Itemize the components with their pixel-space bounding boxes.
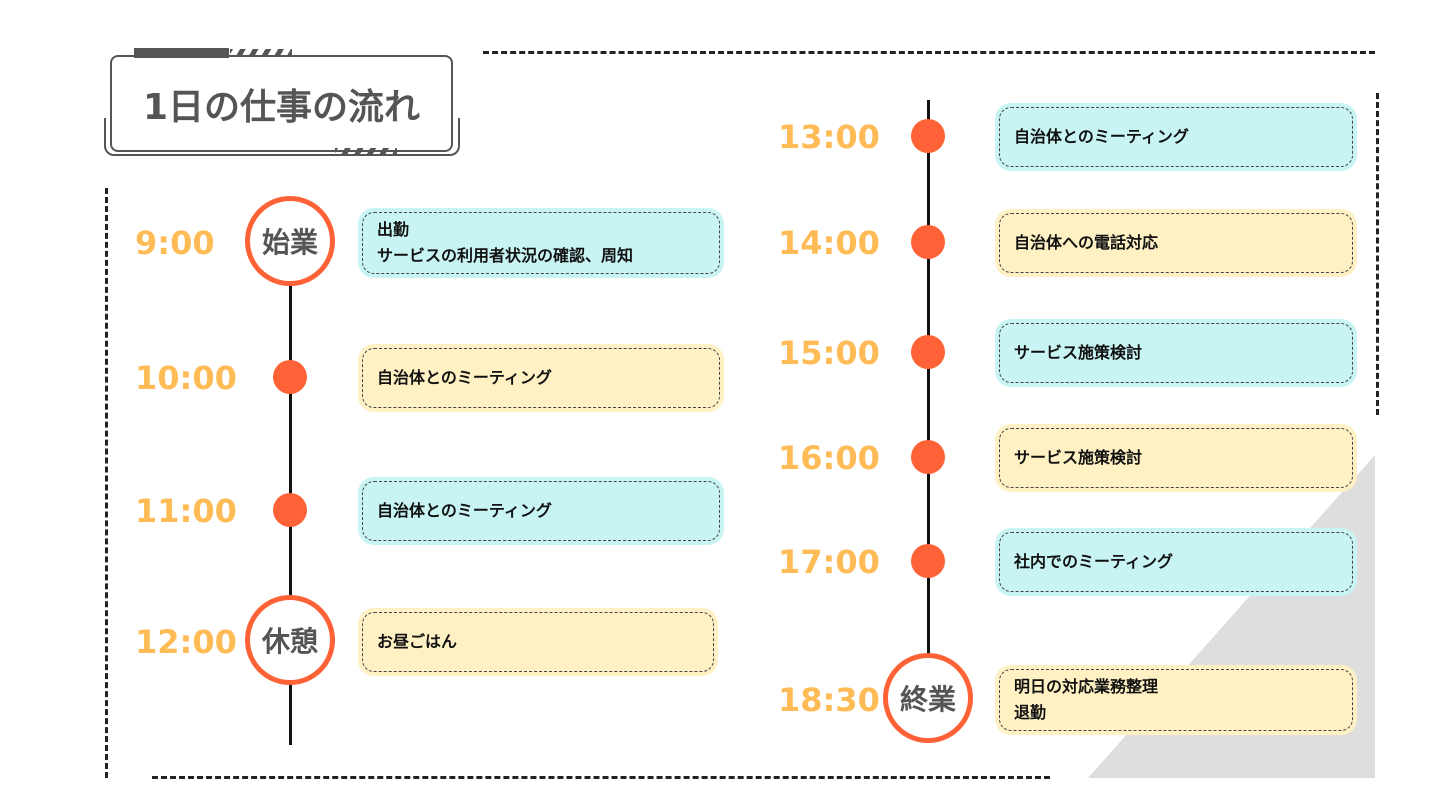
right-timeline-line — [927, 100, 930, 655]
task-card: サービス施策検討 — [995, 319, 1357, 387]
milestone-circle: 終業 — [883, 653, 973, 743]
task-text: 退勤 — [1014, 703, 1047, 722]
timeline-dot — [911, 440, 945, 474]
task-card: 自治体とのミーティング — [358, 477, 724, 545]
task-text: お昼ごはん — [377, 632, 458, 652]
task-text: 出勤 — [377, 220, 410, 240]
task-text: 明日の対応業務整理 — [1014, 677, 1159, 697]
timeline-dot — [273, 493, 307, 527]
time-label: 16:00 — [778, 439, 880, 477]
task-card: 自治体への電話対応 — [995, 209, 1357, 277]
time-label: 17:00 — [778, 543, 880, 581]
time-label: 18:30 — [778, 681, 880, 719]
task-card: お昼ごはん — [358, 608, 718, 676]
milestone-circle: 始業 — [245, 196, 335, 286]
frame-bottom-dashed-line — [152, 776, 1050, 779]
milestone-label: 始業 — [261, 226, 318, 259]
task-text: 自治体とのミーティング — [1014, 127, 1189, 147]
task-card-content: サービス施策検討 — [999, 428, 1353, 488]
page-title: 1日の仕事の流れ — [142, 86, 421, 128]
title-bar-decoration — [134, 48, 229, 58]
title-stripes-top — [230, 49, 292, 57]
time-label: 14:00 — [778, 224, 880, 262]
task-card-content: 自治体とのミーティング — [362, 481, 720, 541]
task-card: 出勤サービスの利用者状況の確認、周知 — [358, 208, 724, 278]
task-card-content: 自治体への電話対応 — [999, 213, 1353, 273]
task-card: 自治体とのミーティング — [995, 103, 1357, 171]
timeline-dot — [911, 335, 945, 369]
task-card: 社内でのミーティング — [995, 528, 1357, 596]
frame-left-dashed-line — [105, 188, 108, 778]
task-text: 社内でのミーティング — [1014, 552, 1174, 572]
frame-right-dashed-line — [1376, 93, 1379, 415]
milestone-circle: 休憩 — [245, 595, 335, 685]
task-card-content: サービス施策検討 — [999, 323, 1353, 383]
task-text: 自治体とのミーティング — [377, 368, 552, 388]
frame-top-dashed-line — [483, 51, 1375, 54]
task-card: 自治体とのミーティング — [358, 344, 724, 412]
title-underframe — [104, 118, 460, 156]
task-card-content: 出勤サービスの利用者状況の確認、周知 — [362, 212, 720, 274]
task-text: 自治体とのミーティング — [377, 501, 552, 521]
timeline-dot — [273, 360, 307, 394]
time-label: 15:00 — [778, 334, 880, 372]
timeline-dot — [911, 119, 945, 153]
title-stripes-bottom — [335, 148, 397, 156]
task-card: サービス施策検討 — [995, 424, 1357, 492]
time-label: 13:00 — [778, 118, 880, 156]
time-label: 12:00 — [135, 623, 237, 661]
milestone-label: 休憩 — [261, 625, 318, 658]
time-label: 11:00 — [135, 492, 237, 530]
task-text: サービスの利用者状況の確認、周知 — [377, 246, 634, 265]
timeline-dot — [911, 544, 945, 578]
task-card-content: 社内でのミーティング — [999, 532, 1353, 592]
task-card-content: 自治体とのミーティング — [362, 348, 720, 408]
time-label: 10:00 — [135, 359, 237, 397]
task-card-content: 自治体とのミーティング — [999, 107, 1353, 167]
task-text: 自治体への電話対応 — [1014, 233, 1159, 253]
task-text: サービス施策検討 — [1014, 343, 1143, 363]
time-label: 9:00 — [135, 224, 215, 262]
timeline-dot — [911, 225, 945, 259]
task-card-content: お昼ごはん — [362, 612, 714, 672]
task-card: 明日の対応業務整理退勤 — [995, 665, 1357, 735]
task-text: サービス施策検討 — [1014, 448, 1143, 468]
milestone-label: 終業 — [899, 683, 956, 716]
task-card-content: 明日の対応業務整理退勤 — [999, 669, 1353, 731]
